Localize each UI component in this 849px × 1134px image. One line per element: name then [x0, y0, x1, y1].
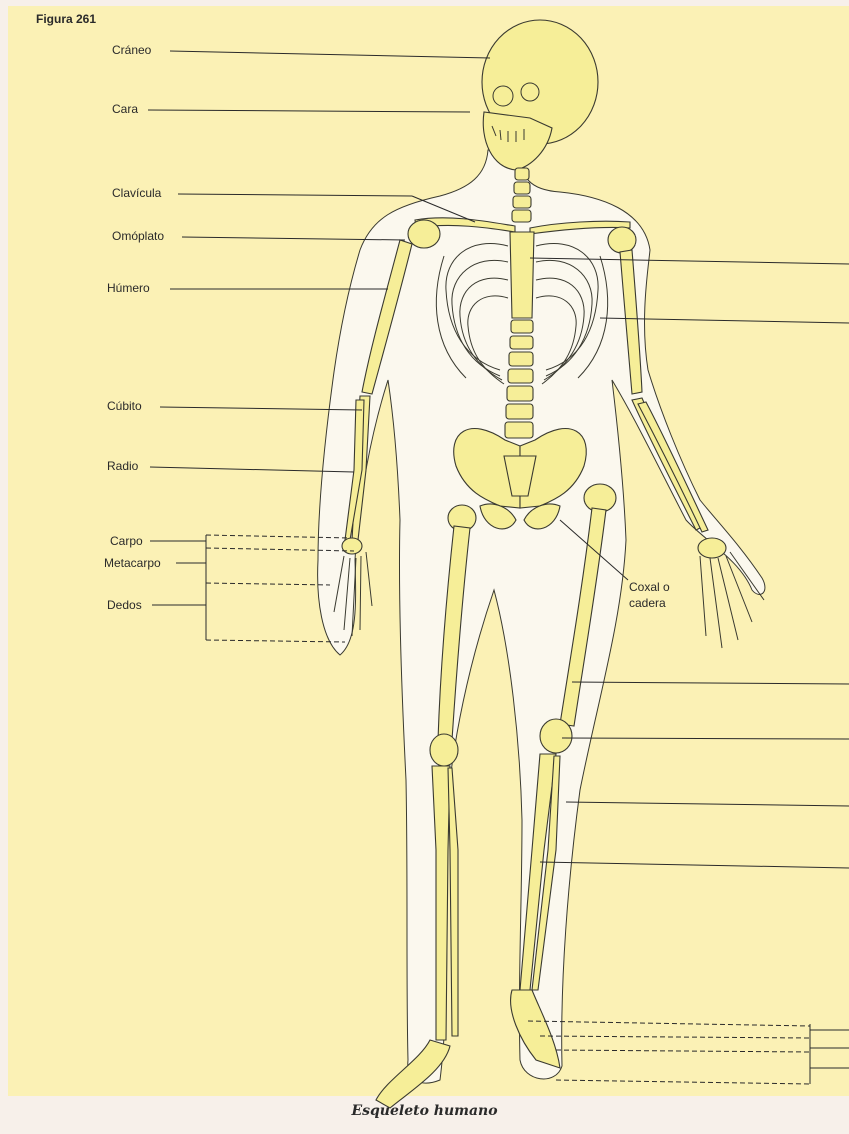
figure-caption: Esqueleto humano: [0, 1103, 849, 1119]
label-cubito: Cúbito: [107, 399, 142, 413]
label-clavicula: Clavícula: [112, 186, 161, 200]
label-radio: Radio: [107, 459, 138, 473]
figure-number: Figura 261: [36, 12, 96, 26]
label-humero: Húmero: [107, 281, 150, 295]
label-metacarpo: Metacarpo: [104, 556, 161, 570]
label-omoplato: Omóplato: [112, 229, 164, 243]
label-cara: Cara: [112, 102, 138, 116]
foot-bracket: [528, 1021, 849, 1084]
label-coxal-line2: cadera: [629, 596, 666, 610]
label-craneo: Cráneo: [112, 43, 151, 57]
label-carpo: Carpo: [110, 534, 143, 548]
label-coxal-line1: Coxal o: [629, 580, 670, 594]
label-dedos: Dedos: [107, 598, 142, 612]
skull: [482, 20, 598, 170]
